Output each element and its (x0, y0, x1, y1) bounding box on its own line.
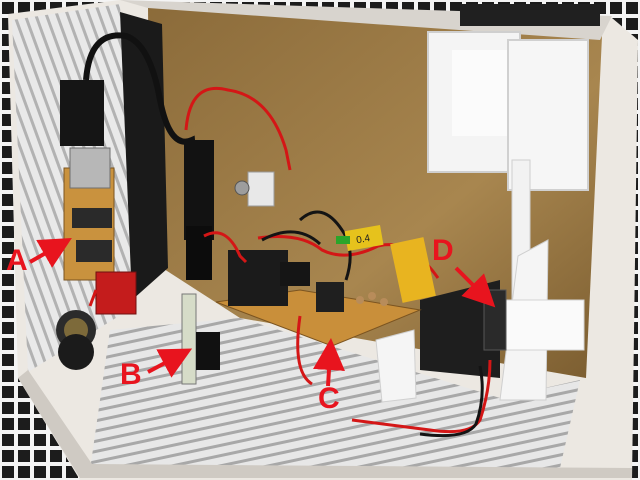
black-wires (261, 210, 484, 438)
usb-plug (184, 140, 214, 240)
top-vent-slot (460, 4, 600, 26)
right-bracket (427, 31, 589, 401)
left-usb-board (56, 80, 137, 370)
green-tie (336, 236, 350, 244)
yellow-tape-right (390, 237, 436, 303)
connector-b (196, 332, 220, 370)
heatshrink-white (247, 171, 275, 207)
enclosure-front-edge (18, 370, 632, 478)
tape-label: 0.4 (355, 233, 371, 246)
label-d: D (432, 234, 454, 267)
arrow-c (313, 338, 345, 387)
screw (234, 180, 250, 196)
arrow-b (147, 348, 193, 378)
label-b: B (120, 358, 142, 391)
label-a: A (6, 244, 28, 277)
arrow-d (454, 266, 496, 308)
enclosure-top-rim (120, 0, 612, 40)
yellow-tape (344, 225, 384, 251)
label-c: C (318, 382, 340, 415)
usb-cable (83, 32, 203, 241)
main-perfboard (215, 250, 422, 347)
arrow-a (29, 238, 72, 268)
board-support-block (375, 329, 417, 403)
